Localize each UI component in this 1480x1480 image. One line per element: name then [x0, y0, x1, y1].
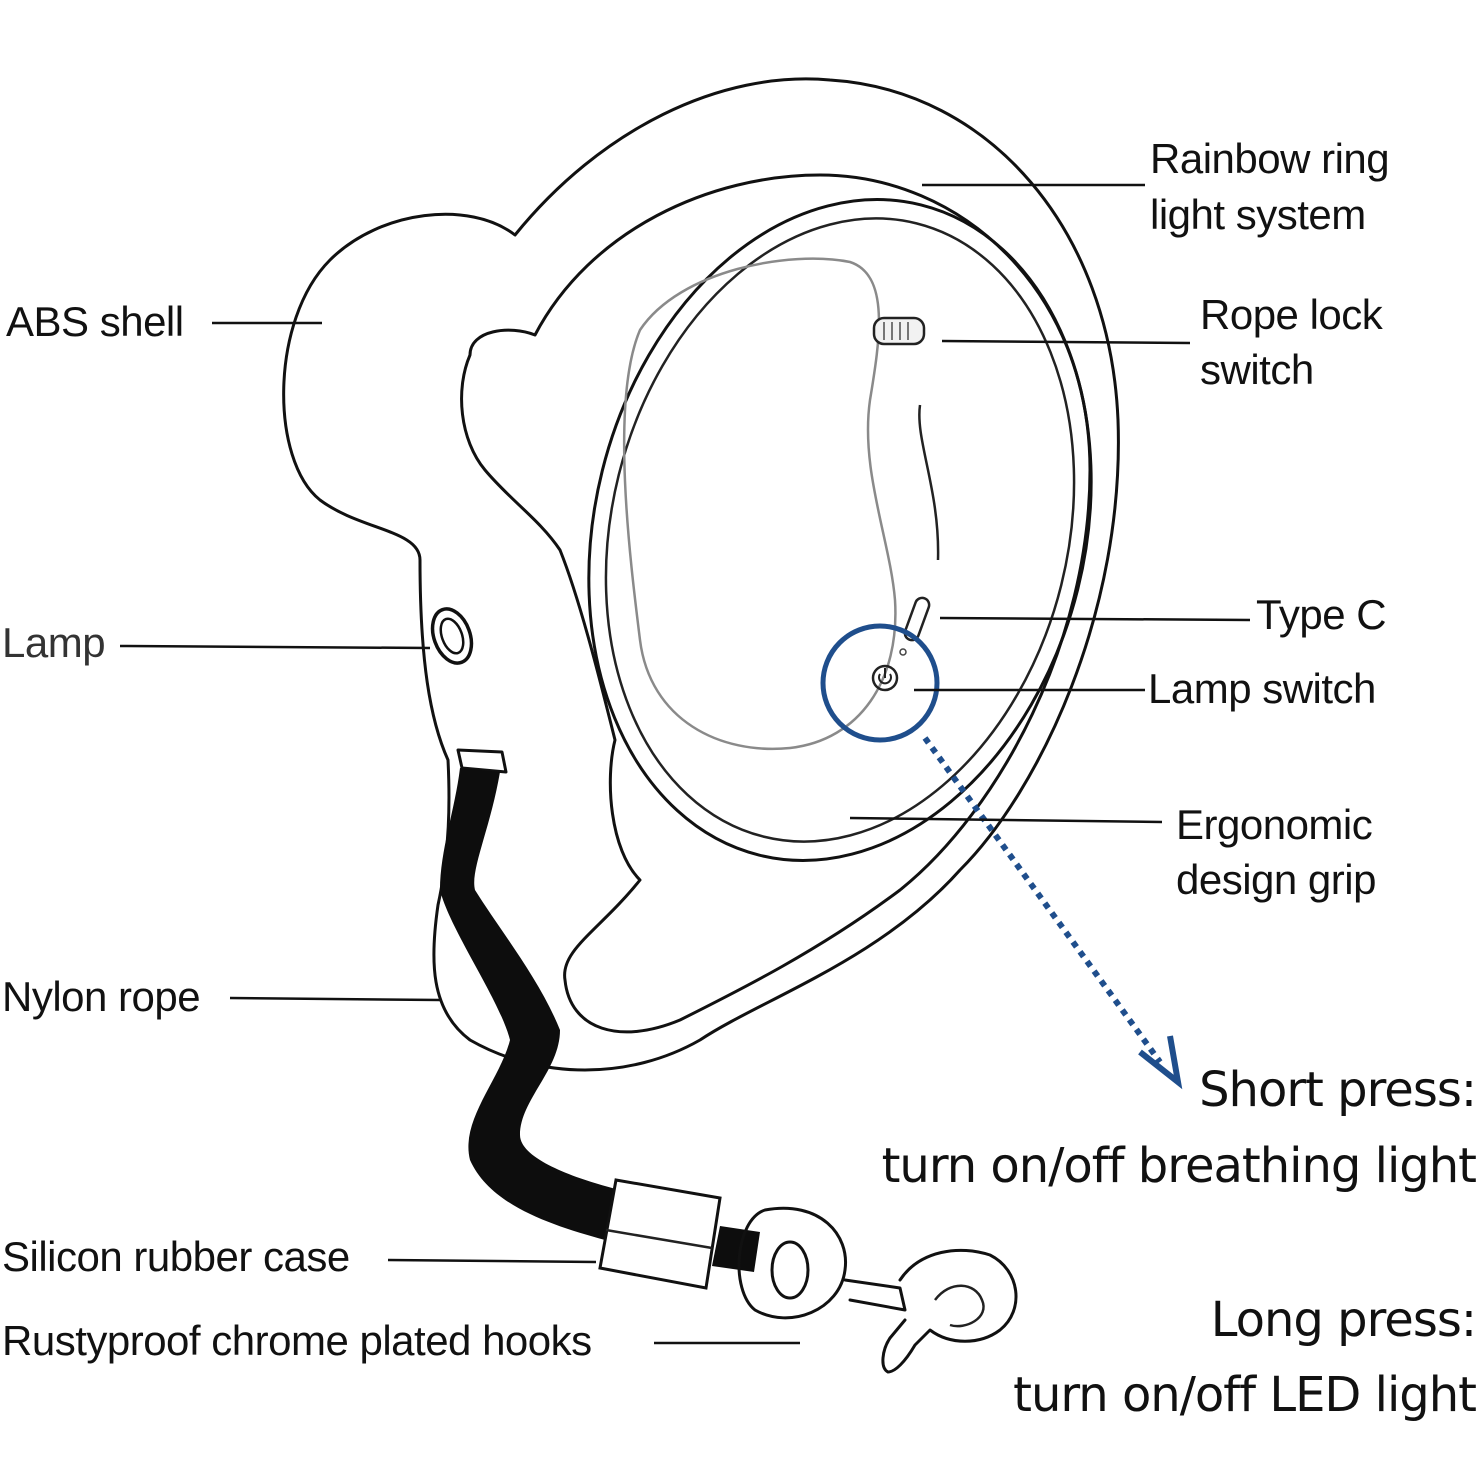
lamp [430, 607, 474, 665]
note-long-press-title: Long press: [1210, 1292, 1477, 1348]
label-abs-shell: ABS shell [6, 298, 184, 345]
lamp-switch[interactable] [871, 664, 899, 692]
dashed-arrow-line [922, 736, 1163, 1064]
leader-rope-lock [941, 339, 1191, 345]
silicon-rubber-case [598, 1178, 722, 1290]
panel-curve [918, 404, 940, 561]
leader-silicon-case [387, 1258, 597, 1264]
arrow-head-icon [1138, 1035, 1183, 1090]
rope-lock-switch[interactable] [872, 316, 926, 346]
type-c-port [903, 596, 931, 642]
label-rainbow-ring-line1: Rainbow ring [1150, 135, 1390, 182]
inner-panel [622, 257, 897, 751]
abs-shell-outline [282, 77, 1120, 1072]
label-lamp: Lamp [2, 619, 106, 666]
silicon-case-edge [605, 1228, 713, 1250]
note-short-press-title: Short press: [1199, 1062, 1477, 1118]
rainbow-ring-inner [604, 217, 1076, 843]
label-grip-line1: Ergonomic [1176, 801, 1373, 848]
rainbow-ring-outer [587, 198, 1093, 862]
label-lamp-switch: Lamp switch [1148, 665, 1376, 712]
label-rope-lock-line2: switch [1200, 346, 1314, 393]
leader-lamp [119, 644, 431, 650]
leader-grip [849, 816, 1163, 824]
label-nylon-rope: Nylon rope [2, 973, 201, 1020]
label-rainbow-ring-line2: light system [1150, 191, 1366, 238]
label-rope-lock-line1: Rope lock [1200, 291, 1383, 338]
label-grip-line2: design grip [1176, 856, 1376, 903]
label-silicon-case: Silicon rubber case [2, 1233, 350, 1280]
label-hooks: Rustyproof chrome plated hooks [2, 1317, 592, 1364]
rope-slot [456, 748, 508, 774]
leader-nylon-rope [229, 996, 441, 1002]
lamp-switch-highlight [820, 623, 940, 743]
leader-type-c [939, 616, 1251, 622]
label-type-c: Type C [1256, 591, 1387, 638]
chrome-hook [737, 1206, 1018, 1374]
nylon-rope [440, 768, 620, 1240]
indicator-dot [899, 648, 907, 656]
note-long-press-desc: turn on/off LED light [1013, 1367, 1477, 1423]
rope-connector [712, 1226, 760, 1272]
abs-shell-inner-contour [460, 173, 1092, 1034]
note-short-press-desc: turn on/off breathing light [881, 1138, 1477, 1194]
